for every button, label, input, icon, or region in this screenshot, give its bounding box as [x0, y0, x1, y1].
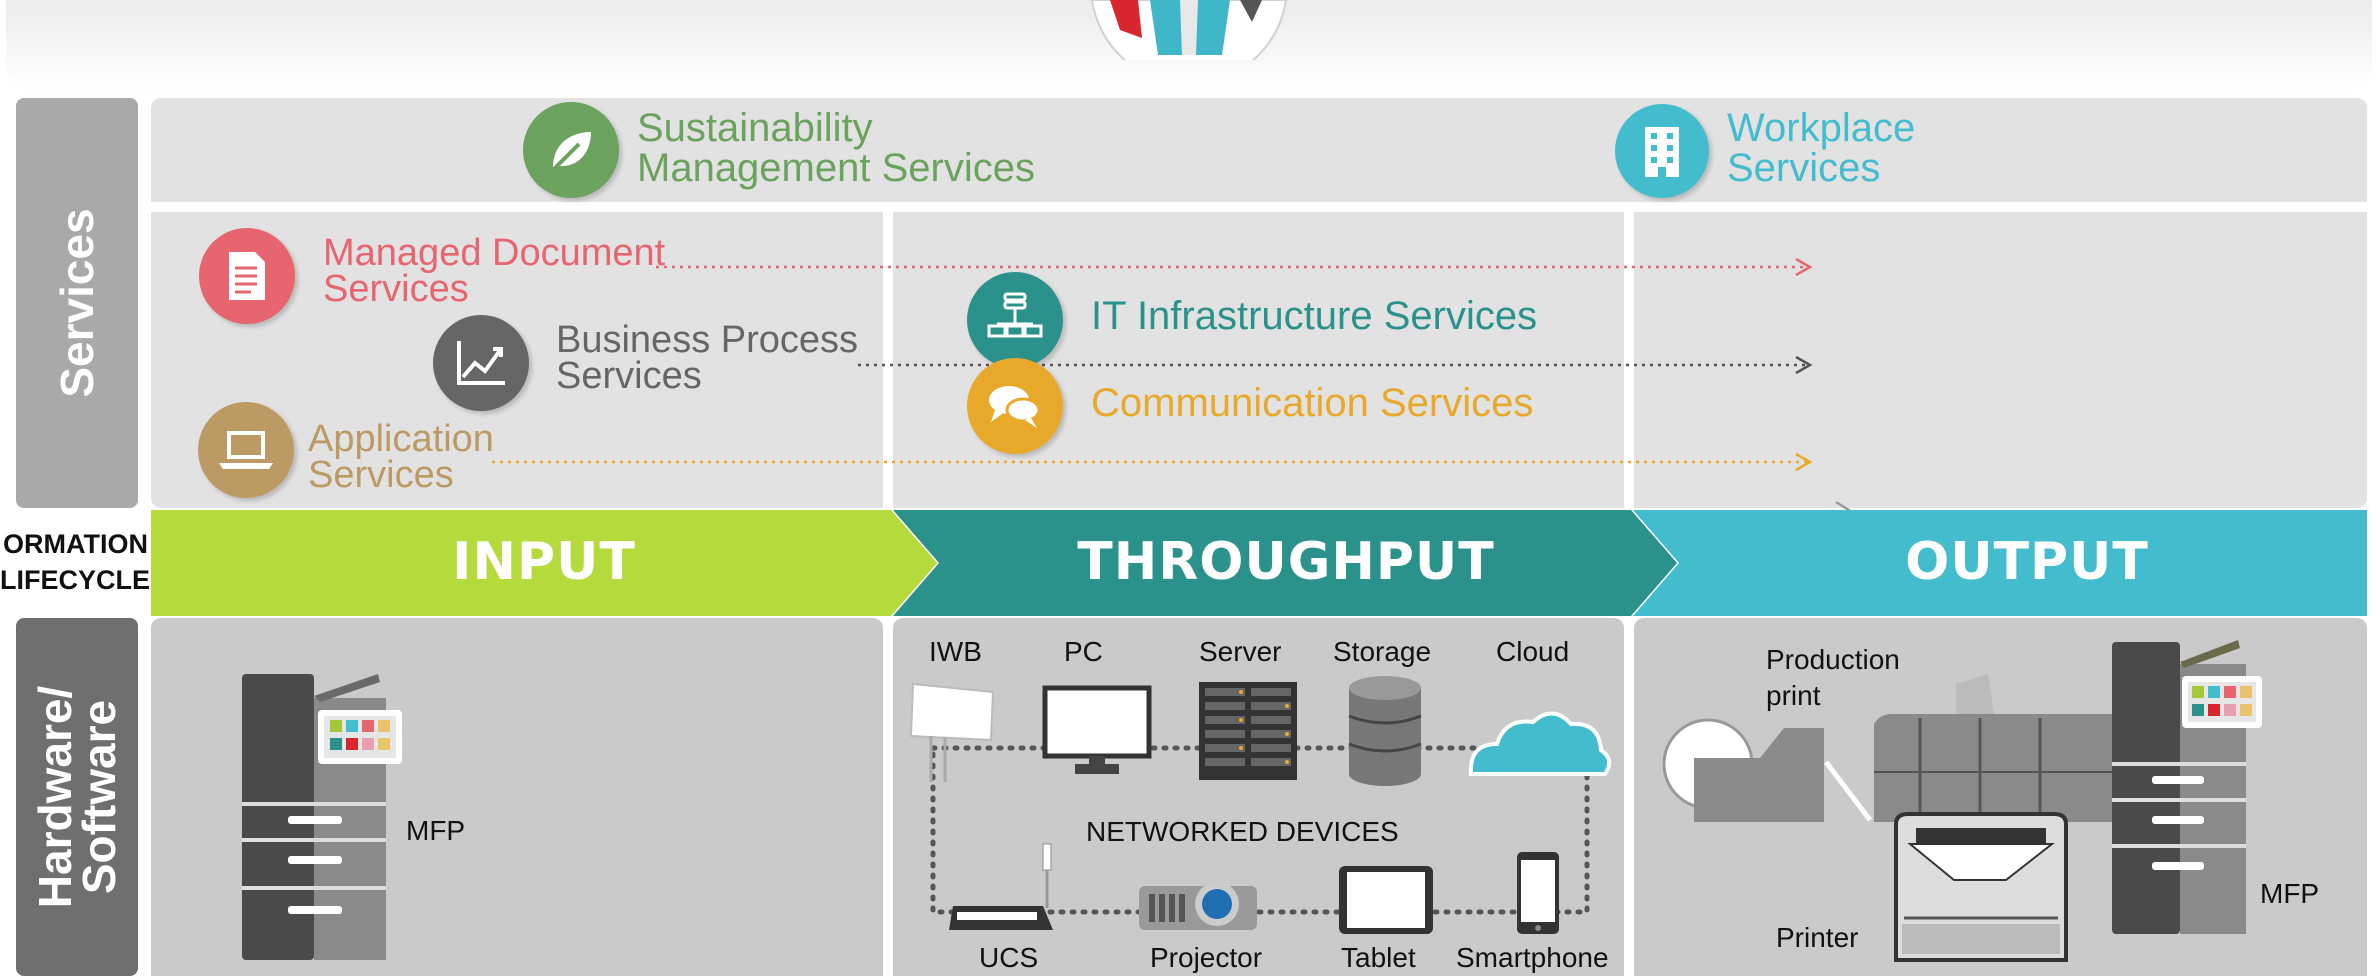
managed-document-services-label: Managed Document Services [323, 232, 666, 310]
input-chevron [151, 510, 937, 616]
chat-icon [967, 358, 1063, 454]
document-icon [199, 228, 295, 324]
tablet-icon [1339, 866, 1433, 934]
throughput-chevron [893, 510, 1677, 616]
output-mfp-label: MFP [2260, 878, 2320, 909]
hardware-label-line2: Software [73, 699, 125, 895]
lifecycle-sidebar-label: ORMATION LIFECYCLE [0, 526, 151, 598]
it-infrastructure-services-label: IT Infrastructure Services [1091, 294, 1538, 338]
lifecycle-arrows [151, 510, 2367, 616]
smartphone-label: Smartphone [1456, 942, 1609, 973]
network-dotted-loop [930, 745, 1590, 915]
application-line2: Services [308, 454, 454, 496]
projector-icon [1139, 882, 1257, 930]
smartphone-icon [1517, 852, 1559, 934]
input-label: INPUT [452, 532, 636, 592]
hardware-label-line1: Hardware/ [29, 685, 81, 909]
cloud-icon [1468, 711, 1612, 776]
managed-document-line2: Services [323, 268, 469, 310]
networked-devices-label: NETWORKED DEVICES [1086, 816, 1399, 847]
iwb-label: IWB [929, 636, 982, 667]
production-print-icon [1662, 674, 2114, 822]
pc-label: PC [1064, 636, 1103, 667]
services-sidebar: Services [16, 98, 138, 508]
person-figure-icon [1090, 0, 1288, 60]
building-icon [1615, 104, 1709, 198]
business-process-arrowhead [1795, 355, 1813, 375]
ucs-icon [949, 843, 1053, 930]
workplace-line2: Services [1727, 146, 1881, 190]
managed-document-line1: Managed Document [323, 232, 666, 274]
production-line1: Production [1766, 644, 1900, 675]
network-icon [967, 272, 1063, 368]
output-label: OUTPUT [1905, 532, 2149, 592]
networked-devices-diagram [909, 676, 1612, 934]
hardware-sidebar: Hardware/ Software [16, 618, 138, 976]
application-arrowhead [1795, 452, 1813, 472]
printer-label: Printer [1776, 922, 1859, 953]
business-process-services-label: Business Process Services [556, 319, 859, 397]
tablet-label: Tablet [1341, 942, 1416, 973]
managed-document-arrowhead [1795, 257, 1813, 277]
lifecycle-label-line1: ORMATION [3, 529, 148, 559]
throughput-label: THROUGHPUT [1077, 532, 1495, 592]
production-line2: print [1766, 680, 1821, 711]
workplace-line1: Workplace [1727, 106, 1916, 150]
output-devices [1662, 640, 2262, 962]
laptop-icon [198, 402, 294, 498]
sustainability-line1: Sustainability [637, 106, 873, 150]
printer-icon [1894, 812, 2068, 962]
server-label: Server [1199, 636, 1282, 667]
projector-label: Projector [1150, 942, 1263, 973]
service-arrows [492, 257, 1853, 514]
hardware-sidebar-label: Hardware/ Software [29, 685, 125, 909]
cloud-label: Cloud [1496, 636, 1570, 667]
input-mfp-label: MFP [406, 815, 466, 846]
application-services-label: Application Services [308, 418, 494, 496]
production-print-label: Production print [1766, 642, 1900, 714]
mfp-icon [242, 674, 402, 960]
sustainability-services-label: Sustainability Management Services [637, 108, 1035, 188]
communication-services-label: Communication Services [1091, 381, 1534, 425]
business-process-line1: Business Process [556, 319, 859, 361]
iwb-icon [909, 682, 995, 782]
services-output-panel [1634, 212, 2367, 508]
ucs-label: UCS [979, 942, 1039, 973]
server-icon [1199, 682, 1297, 780]
business-process-line2: Services [556, 355, 702, 397]
workplace-services-label: Workplace Services [1727, 108, 1915, 188]
output-chevron [1633, 510, 2367, 616]
pc-icon [1042, 685, 1152, 774]
sustainability-line2: Management Services [637, 146, 1035, 190]
output-mfp-icon [2112, 640, 2262, 934]
storage-icon [1348, 676, 1422, 786]
storage-label: Storage [1333, 636, 1432, 667]
leaf-icon [523, 102, 619, 198]
lifecycle-label-line2: LIFECYCLE [0, 565, 151, 595]
chart-icon [433, 315, 529, 411]
application-line1: Application [308, 418, 494, 460]
services-top-row [151, 98, 2367, 202]
